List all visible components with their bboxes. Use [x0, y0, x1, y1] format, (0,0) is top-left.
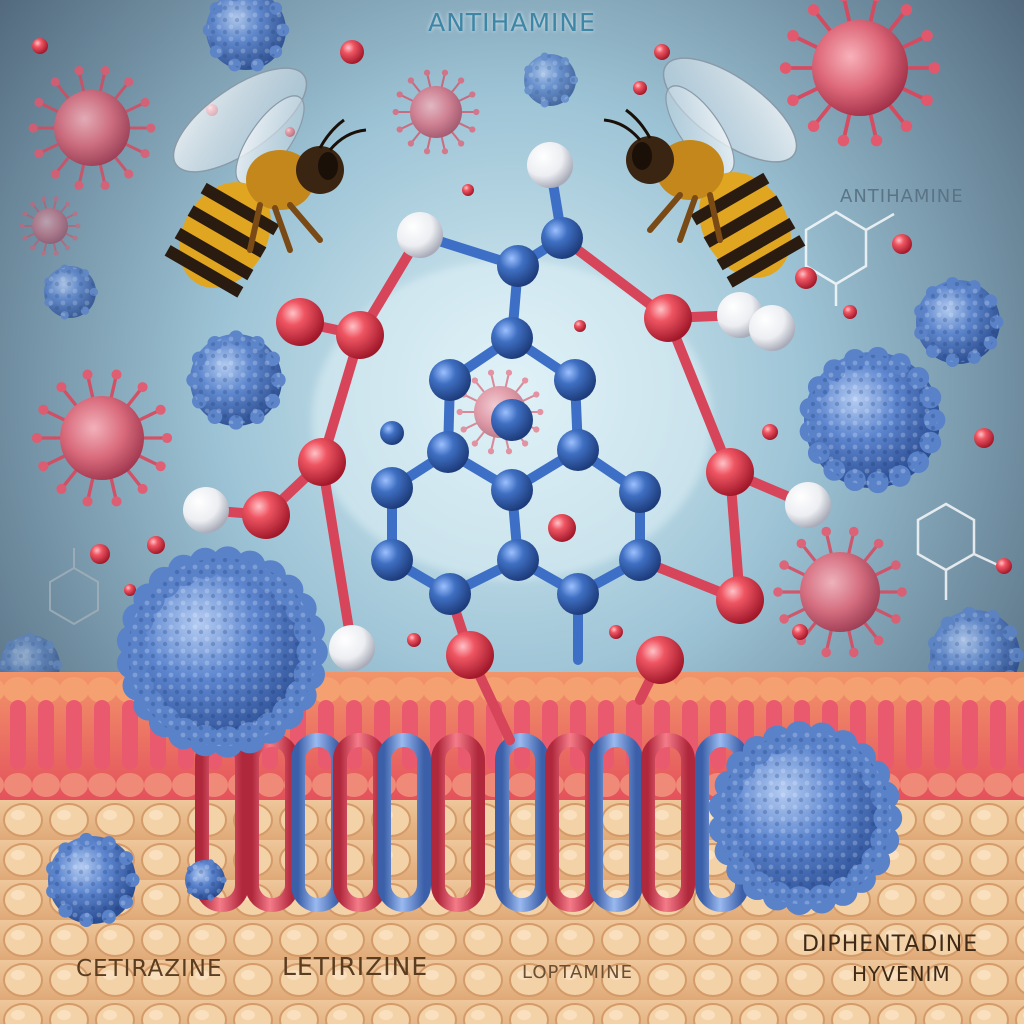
histamine-droplet: [974, 428, 994, 448]
carbon-atom: [497, 245, 539, 287]
allergen-blob: [799, 346, 946, 494]
histamine-droplet: [124, 584, 136, 596]
lipid: [955, 677, 985, 797]
oxygen-atom: [336, 311, 384, 359]
receptor-ring: [641, 733, 695, 912]
oxygen-atom: [644, 294, 692, 342]
antihistamine-molecule: [183, 142, 831, 745]
molecule-bond: [663, 313, 735, 477]
hydrogen-atom: [397, 212, 443, 258]
oxygen-atom: [716, 576, 764, 624]
histamine-droplet: [32, 38, 48, 54]
foreground-allergens: [46, 546, 903, 928]
virus-particle: [28, 66, 156, 190]
histamine-droplet: [340, 40, 364, 64]
histamine-droplet: [147, 536, 165, 554]
histamine-droplet: [574, 320, 586, 332]
allergen-blob: [524, 52, 579, 108]
oxygen-atom: [298, 438, 346, 486]
lipid: [59, 677, 89, 797]
bee-left: [164, 67, 367, 298]
structure-formula-icon-3: [49, 548, 99, 626]
oxygen-atom: [446, 631, 494, 679]
hydrogen-atom: [329, 625, 375, 671]
lipid: [0, 680, 5, 794]
virus-particle: [392, 69, 480, 155]
bee-right: [603, 57, 806, 288]
histamine-droplet: [654, 44, 670, 60]
carbon-atom: [557, 573, 599, 615]
virus-particle: [19, 196, 81, 256]
receptor-ring: [377, 733, 431, 912]
carbon-atom: [554, 359, 596, 401]
allergen-blob: [44, 264, 99, 320]
histamine-droplet: [548, 514, 576, 542]
histamine-droplet: [462, 184, 474, 196]
virus-particle: [773, 526, 907, 658]
histamine-droplet: [633, 81, 647, 95]
hydrogen-atom: [183, 487, 229, 533]
oxygen-atom: [242, 491, 290, 539]
lipid: [87, 677, 117, 797]
allergen-blob: [202, 0, 290, 72]
lipid: [899, 677, 929, 797]
lipid: [507, 677, 537, 797]
virus-particle: [31, 369, 173, 507]
receptor-protein: [195, 733, 749, 912]
lipid: [1011, 677, 1024, 797]
carbon-atom: [491, 469, 533, 511]
histamine-droplet: [609, 625, 623, 639]
receptor-ring: [431, 733, 485, 912]
allergen-blob: [708, 720, 903, 916]
allergen-blob: [914, 277, 1004, 367]
oxygen-atom: [636, 636, 684, 684]
hydrogen-atom: [527, 142, 573, 188]
oxygen-atom: [276, 298, 324, 346]
histamine-droplet: [762, 424, 778, 440]
receptor-ring: [589, 733, 643, 912]
carbon-atom: [371, 467, 413, 509]
carbon-atom: [497, 539, 539, 581]
structure-formula-icon: [804, 210, 895, 306]
carbon-atom: [619, 539, 661, 581]
histamine-droplets: [32, 38, 994, 647]
lipid: [31, 677, 61, 797]
carbon-atom: [427, 431, 469, 473]
lipid: [3, 677, 33, 797]
carbon-atom: [619, 471, 661, 513]
molecule-bond: [317, 457, 357, 653]
carbon-atom: [491, 399, 533, 441]
allergen-blob: [46, 832, 140, 928]
histamine-droplet: [792, 624, 808, 640]
lipid: [983, 677, 1013, 797]
carbon-atom: [429, 359, 471, 401]
hydrogen-atom: [785, 482, 831, 528]
carbon-atom: [541, 217, 583, 259]
allergen-blob: [116, 546, 328, 758]
allergen-blob: [185, 859, 227, 901]
structure-formula-icon-2: [916, 502, 1001, 600]
histamine-droplet: [407, 633, 421, 647]
virus-particles: [19, 0, 941, 658]
carbon-atom: [557, 429, 599, 471]
lipid: [927, 677, 957, 797]
hydrogen-atom: [749, 305, 795, 351]
virus-particle: [779, 0, 941, 147]
allergen-blob: [186, 330, 286, 430]
oxygen-atom: [706, 448, 754, 496]
carbon-atom: [429, 573, 471, 615]
carbon-atom: [371, 539, 413, 581]
receptor-ring: [495, 733, 549, 912]
histamine-droplet: [843, 305, 857, 319]
carbon-atom: [491, 317, 533, 359]
histamine-droplet: [90, 544, 110, 564]
